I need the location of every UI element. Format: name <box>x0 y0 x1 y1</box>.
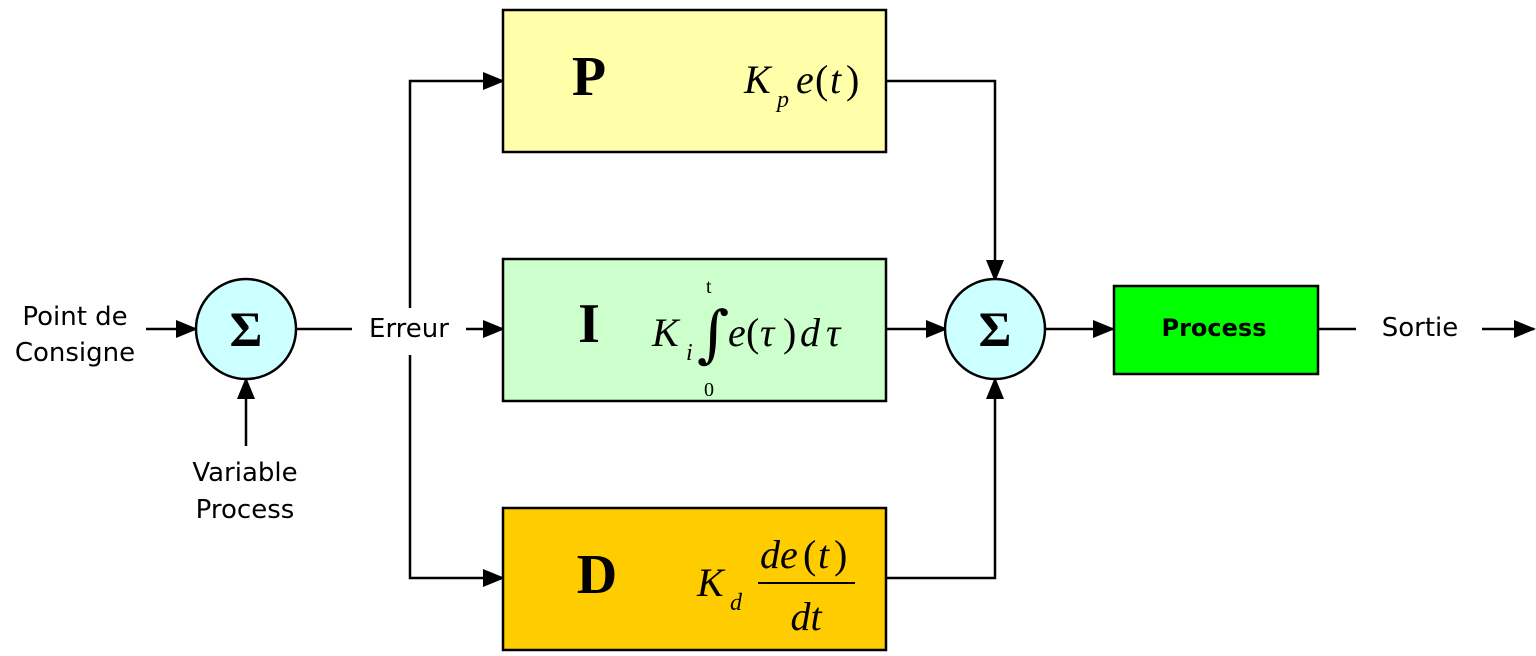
p-term-var: t <box>830 57 842 102</box>
integral-sign: ∫ <box>697 297 729 370</box>
p-gain-k: K <box>743 57 773 102</box>
proportional-box <box>501 8 888 154</box>
derivative-formula: K d de ( t ) dt <box>696 532 855 639</box>
integral-lower-limit: 0 <box>704 379 714 401</box>
integral-block: I K i ∫ t 0 e ( τ ) d τ <box>501 257 888 403</box>
output-summer-circle <box>943 277 1047 381</box>
error-to-d-arrow <box>408 355 505 587</box>
proportional-letter: P <box>572 46 606 108</box>
integral-upper-limit: t <box>706 276 712 298</box>
derivative-block: D K d de ( t ) dt <box>501 506 888 652</box>
input-summing-junction: Σ <box>194 277 298 381</box>
i-var-tau: τ <box>760 310 776 355</box>
input-summer-sigma: Σ <box>230 301 263 357</box>
error-label: Erreur <box>369 314 449 344</box>
p-term-open-paren: ( <box>815 57 828 102</box>
integral-box <box>501 257 888 403</box>
i-gain-subscript: i <box>686 340 693 366</box>
i-close-paren: ) <box>783 310 796 355</box>
i-open-paren: ( <box>746 310 759 355</box>
d-denominator: dt <box>790 594 822 639</box>
proportional-block: P K p e ( t ) <box>501 8 888 154</box>
output-summing-junction: Σ <box>943 277 1047 381</box>
output-label: Sortie <box>1382 313 1459 343</box>
d-gain-k: K <box>696 560 726 605</box>
i-gain-k: K <box>651 310 681 355</box>
p-term-e: e <box>796 57 814 102</box>
derivative-letter: D <box>577 544 617 606</box>
setpoint-label-line2: Consigne <box>15 338 135 368</box>
process-box <box>1112 284 1320 376</box>
p-gain-subscript: p <box>775 87 789 113</box>
process-variable-label-line2: Process <box>196 495 295 525</box>
d-to-sum-arrow <box>886 377 1004 580</box>
integral-letter: I <box>578 293 600 355</box>
d-numerator-close-paren: ) <box>834 532 847 577</box>
proportional-formula: K p e ( t ) <box>743 57 859 113</box>
process-label: Process <box>1162 314 1267 342</box>
input-summer-circle <box>194 277 298 381</box>
output-summer-sigma: Σ <box>979 301 1012 357</box>
process-block: Process <box>1112 284 1320 376</box>
d-numerator-var: t <box>818 532 830 577</box>
d-gain-subscript: d <box>730 590 743 616</box>
setpoint-label-line1: Point de <box>22 302 127 332</box>
p-term-close-paren: ) <box>846 57 859 102</box>
integral-formula: K i ∫ t 0 e ( τ ) d τ <box>651 276 842 401</box>
process-variable-label-line1: Variable <box>192 458 297 488</box>
i-diff-tau: τ <box>826 310 842 355</box>
derivative-box <box>501 506 888 652</box>
i-diff-d: d <box>800 310 821 355</box>
d-numerator-open-paren: ( <box>803 532 816 577</box>
i-integrand-e: e <box>728 310 746 355</box>
d-numerator-de: de <box>760 532 798 577</box>
error-to-p-arrow <box>408 72 505 308</box>
p-to-sum-arrow <box>886 79 1004 282</box>
